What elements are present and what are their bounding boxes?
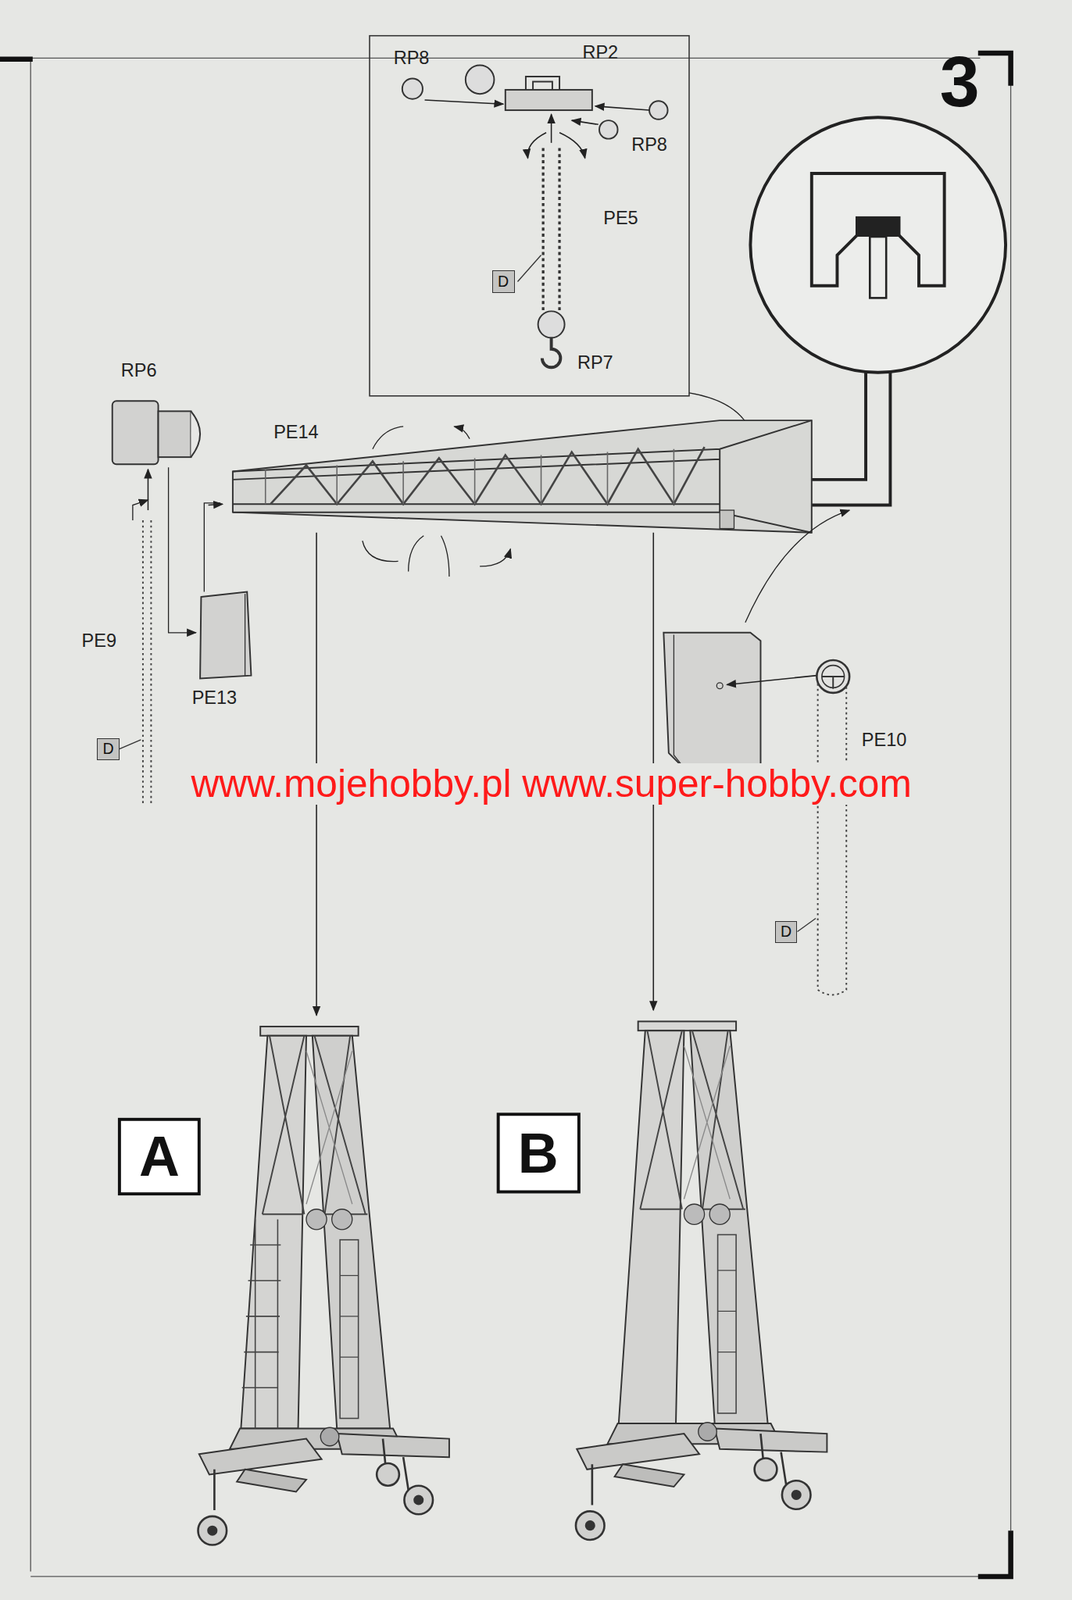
box-label: A [139, 1129, 180, 1186]
box-label: D [102, 741, 114, 758]
callout-number: PE9 [82, 632, 117, 651]
callout-number: RP8 [393, 49, 430, 68]
callout-number: RP7 [577, 353, 614, 373]
box-label: D [497, 274, 509, 290]
callout-box: D [96, 738, 120, 762]
box-label: D [780, 924, 792, 940]
assembly-letter-box: B [497, 1114, 579, 1193]
callout-number: RP8 [631, 135, 668, 155]
callout-number: PE5 [603, 209, 638, 229]
step-number: 3 [939, 46, 980, 118]
box-label: B [518, 1125, 559, 1183]
callout-number: PE13 [192, 689, 238, 708]
watermark: www.mojehobby.pl www.super-hobby.com [187, 763, 915, 806]
callout-box: D [775, 921, 798, 944]
callout-box: D [492, 270, 515, 294]
assembly-letter-box: A [119, 1119, 200, 1194]
callout-number: RP2 [582, 43, 619, 63]
callout-number: PE10 [861, 731, 908, 751]
callout-number: PE14 [273, 423, 319, 443]
callout-number: RP6 [121, 361, 158, 381]
